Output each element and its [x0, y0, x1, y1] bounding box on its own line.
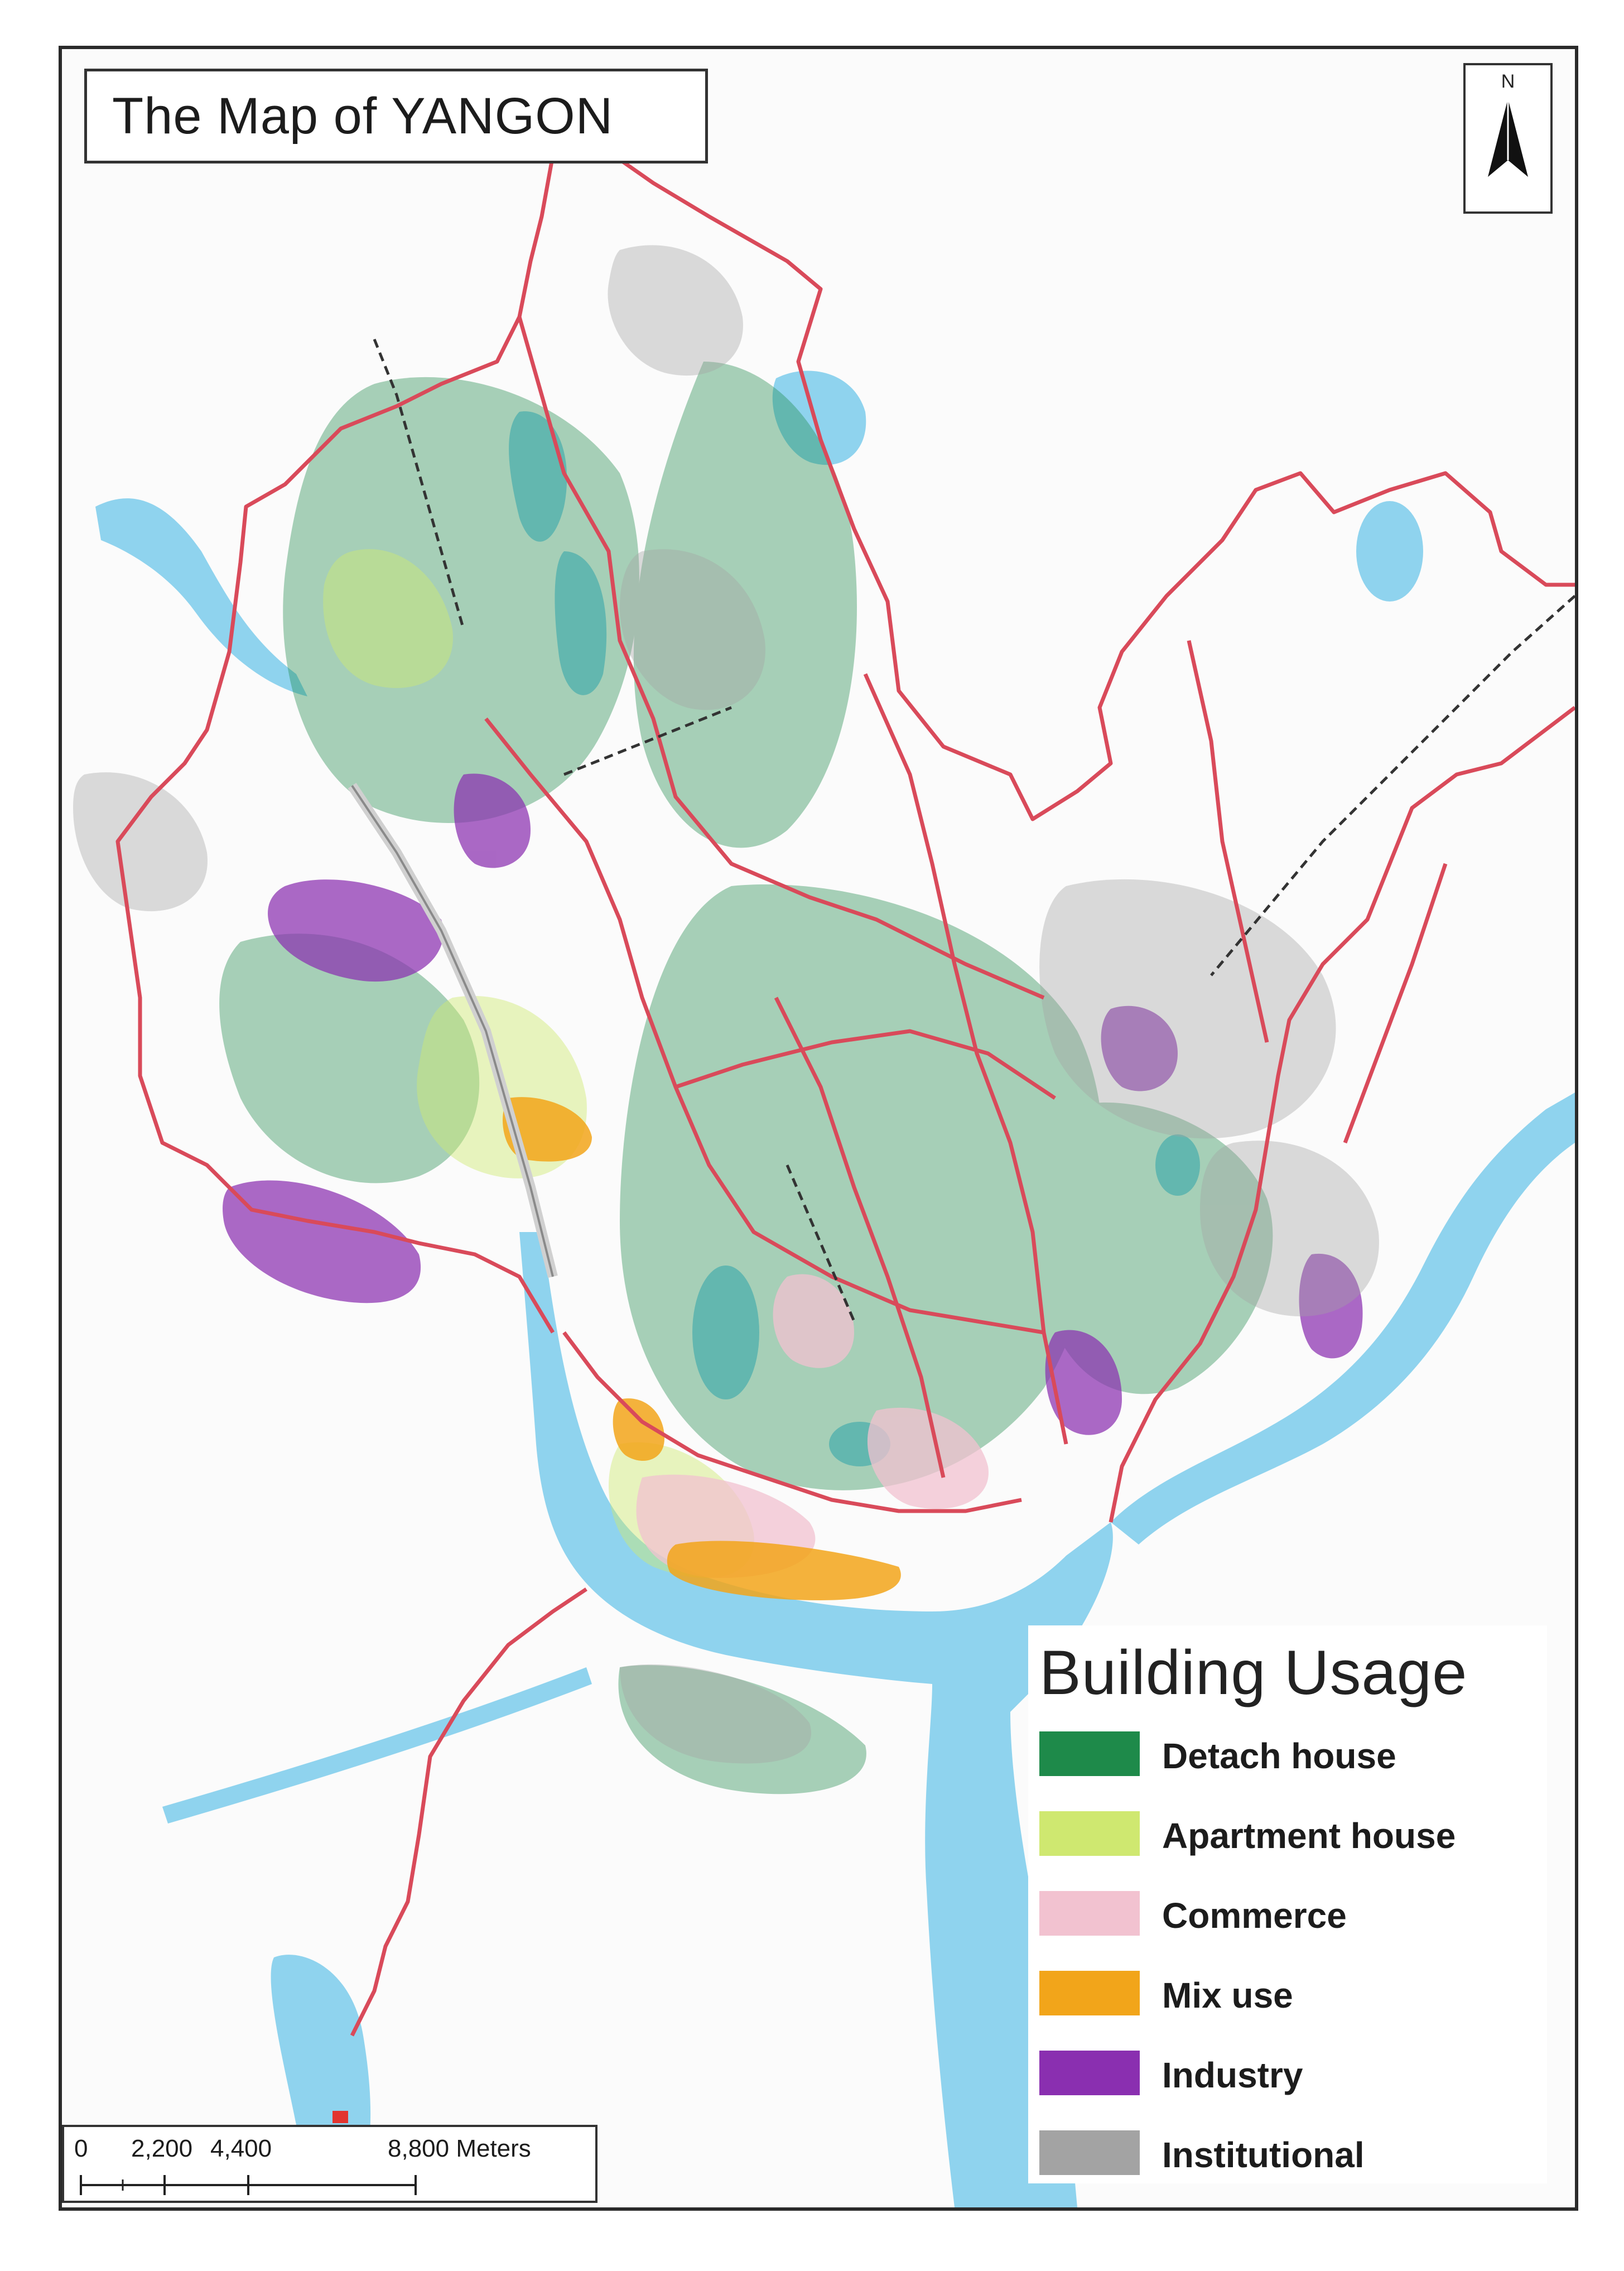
legend-swatch [1039, 1971, 1140, 2015]
legend-item: Mix use [1039, 1968, 1541, 2018]
inner-boundary-3 [863, 673, 1068, 1445]
location-marker [332, 2111, 348, 2123]
river-bago [1111, 1093, 1575, 1545]
detach-house-areas [219, 362, 1273, 1794]
river-northwest [95, 498, 307, 696]
legend-swatch [1039, 1811, 1140, 1856]
legend-label: Institutional [1162, 2135, 1365, 2175]
water-bodies [95, 371, 1575, 2207]
inner-boundary-5 [774, 997, 946, 1478]
north-label: N [1501, 71, 1515, 92]
legend-swatch [1039, 1891, 1140, 1936]
scale-label-2: 4,400 [210, 2135, 272, 2162]
district-boundaries [115, 142, 1575, 2037]
scale-label-3: 8,800 Meters [388, 2135, 531, 2162]
map-frame: The Map of YANGON N Building Usage Detac… [59, 46, 1578, 2211]
railway-east [1210, 595, 1575, 976]
legend-item: Institutional [1039, 2128, 1541, 2178]
mix-use-areas [503, 1097, 901, 1600]
legend-item: Commerce [1039, 1888, 1541, 1938]
inner-boundary-8 [1343, 863, 1448, 1144]
legend-label: Commerce [1162, 1895, 1347, 1936]
legend-item: Industry [1039, 2048, 1541, 2098]
railway-lines [373, 339, 1575, 1322]
scale-ruler [80, 2175, 417, 2195]
inner-boundary-1 [517, 316, 1045, 1000]
legend-title: Building Usage [1039, 1638, 1468, 1707]
map-title: The Map of YANGON [84, 69, 708, 163]
institutional-areas [73, 245, 1379, 1764]
north-arrow: N [1463, 63, 1553, 214]
inner-boundary-4 [562, 1331, 1022, 1513]
scale-label-1: 2,200 [131, 2135, 193, 2162]
legend-swatch [1039, 1731, 1140, 1776]
legend-swatch [1039, 2051, 1140, 2095]
railway-central [563, 706, 732, 776]
scale-label-0: 0 [74, 2135, 88, 2162]
legend-label: Apartment house [1162, 1816, 1456, 1856]
railway-north [373, 339, 465, 630]
lake-north-2 [555, 551, 607, 695]
legend-label: Industry [1162, 2055, 1303, 2095]
map-title-text: The Map of YANGON [112, 87, 614, 145]
lake-inya [692, 1266, 759, 1399]
south-boundary [350, 1587, 587, 2037]
main-highway-edge [351, 785, 554, 1277]
inner-boundary-7 [1187, 640, 1269, 1043]
outer-boundary [552, 142, 1575, 1523]
legend-swatch [1039, 2130, 1140, 2175]
inner-boundary-2 [484, 717, 1044, 1335]
legend-label: Detach house [1162, 1736, 1396, 1776]
lake-east [1356, 501, 1423, 602]
industry-areas [223, 773, 1363, 1435]
canal-southwest [162, 1667, 592, 1823]
lake-north-1 [509, 411, 567, 542]
legend-item: Detach house [1039, 1729, 1541, 1779]
scale-bar: 0 2,200 4,400 8,800 Meters [62, 2125, 597, 2203]
map-canvas[interactable] [62, 49, 1575, 2207]
river-yangon [519, 1232, 1113, 2207]
legend-label: Mix use [1162, 1975, 1293, 2015]
lake-northeast [772, 371, 866, 465]
inner-boundary-6 [674, 1029, 1056, 1100]
lake-east-2 [1155, 1134, 1200, 1196]
legend-item: Apartment house [1039, 1808, 1541, 1859]
west-boundary [115, 155, 555, 1334]
north-arrow-icon [1488, 99, 1528, 177]
